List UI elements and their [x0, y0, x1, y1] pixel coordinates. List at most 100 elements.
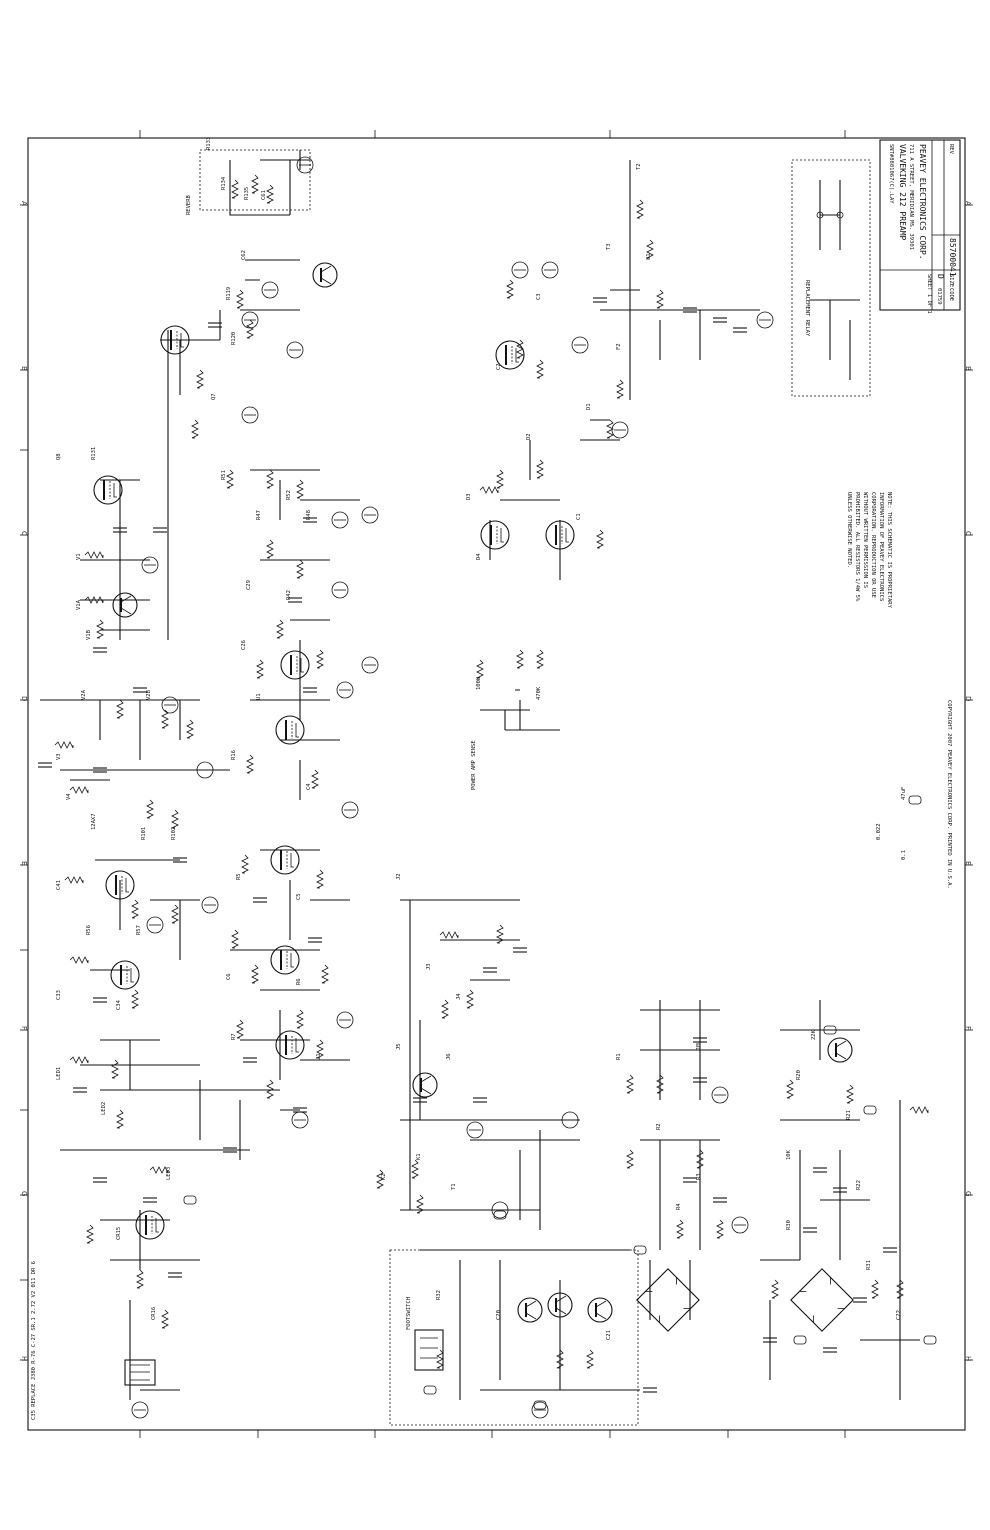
- resistor-body: [266, 539, 274, 559]
- resistor-body: [496, 924, 504, 944]
- component-label: R57: [136, 925, 142, 935]
- resistor: [786, 1079, 794, 1099]
- capacitor: [288, 597, 302, 603]
- component-label: LED1: [56, 1067, 62, 1080]
- grid-label-right: H: [964, 1356, 972, 1361]
- triode-tube: [160, 325, 190, 355]
- ground-ring: [296, 156, 314, 174]
- resistor: [191, 419, 199, 439]
- component-label: R21: [846, 1110, 852, 1120]
- component-label: J3: [426, 963, 432, 970]
- resistor: [69, 1056, 89, 1064]
- component-label: D1: [586, 403, 592, 410]
- ground-symbol: [141, 556, 159, 574]
- power-amp-sense-section: POWER AMP SENSE: [471, 689, 530, 790]
- resistor: [496, 469, 504, 489]
- resistor: [161, 1309, 169, 1329]
- ground-ring: [161, 696, 179, 714]
- grid-label-right: B: [964, 366, 972, 371]
- input-jack: [124, 1359, 156, 1386]
- ground-symbols: [131, 156, 774, 1419]
- resistor: [226, 469, 234, 489]
- tube-cathode: [295, 1038, 299, 1053]
- component-label: V1: [76, 553, 82, 560]
- ground-symbol: [296, 156, 314, 174]
- pin-body: [183, 1195, 197, 1205]
- tube-envelope: [135, 1210, 165, 1240]
- triode-tube: [280, 650, 310, 680]
- tube-cathode: [290, 853, 294, 868]
- resistor: [436, 1349, 444, 1369]
- transistor-body: [587, 1297, 613, 1323]
- grid-label-left: H: [20, 1356, 28, 1361]
- resistor-body: [596, 529, 604, 549]
- component-label: 470K: [536, 686, 542, 700]
- capacitor: [93, 997, 107, 1003]
- component-label: C3: [536, 293, 542, 300]
- capacitor: [733, 327, 747, 333]
- ground-ring: [331, 581, 349, 599]
- wiring-middle: [230, 469, 640, 1400]
- transistor-body: [547, 1292, 573, 1318]
- tube-cathode: [295, 723, 299, 738]
- resistor: [84, 596, 104, 604]
- component-label: 1M: [696, 1043, 702, 1050]
- resistor: [466, 989, 474, 1009]
- component-label: J2: [396, 873, 402, 880]
- grid-label-right: G: [964, 1191, 972, 1196]
- capacitor: [208, 322, 222, 328]
- connector-pin: [923, 1335, 937, 1345]
- component-label: R42: [286, 590, 292, 600]
- component-label: R31: [866, 1260, 872, 1270]
- resistor: [116, 699, 124, 719]
- resistor-body: [311, 769, 319, 789]
- ground-symbol: [131, 1401, 149, 1419]
- transistors: [112, 262, 853, 1323]
- ground-ring: [331, 511, 349, 529]
- resistor: [251, 964, 259, 984]
- resistor: [696, 1149, 704, 1169]
- resistor: [439, 931, 459, 939]
- resistor-body: [411, 1159, 419, 1179]
- resistor-body: [536, 459, 544, 479]
- resistor: [256, 659, 264, 679]
- resistor: [676, 1219, 684, 1239]
- ground-symbol: [336, 1011, 354, 1029]
- component-label: R133: [206, 137, 212, 150]
- resistor-body: [676, 1219, 684, 1239]
- triode-tube: [270, 945, 300, 975]
- capacitor: [643, 1387, 657, 1393]
- component-label: R135: [244, 187, 250, 200]
- ground-symbol: [331, 511, 349, 529]
- component-label: T3: [606, 243, 612, 250]
- ground-ring: [286, 341, 304, 359]
- resistor-body: [646, 239, 654, 259]
- resistor-body: [231, 179, 239, 199]
- resistor-body: [256, 659, 264, 679]
- component-label: R3: [696, 1173, 702, 1180]
- resistor: [896, 1279, 904, 1299]
- svg-text:POWER AMP SENSE: POWER AMP SENSE: [471, 740, 477, 790]
- resistor: [311, 769, 319, 789]
- resistor-body: [161, 709, 169, 729]
- grid-label-left: F: [20, 1026, 28, 1030]
- component-label: 47uF: [901, 787, 907, 800]
- note-line-2: INFORMATION OF PEAVEY ELECTRONICS: [878, 492, 884, 601]
- capacitor: [223, 1147, 237, 1153]
- tube-envelope: [480, 520, 510, 550]
- resistor-body: [316, 649, 324, 669]
- pin-body: [533, 1400, 547, 1410]
- ground-ring: [541, 261, 559, 279]
- capacitor: [713, 317, 727, 323]
- notes-block: NOTE: THIS SCHEMATIC IS PROPRIETARY INFO…: [846, 492, 892, 609]
- capacitor: [853, 1297, 867, 1303]
- pin-body: [423, 1385, 437, 1395]
- ground-symbol: [201, 896, 219, 914]
- ground-symbol: [511, 261, 529, 279]
- resistor: [441, 999, 449, 1019]
- grid-label-left: C: [20, 531, 28, 536]
- resistor: [626, 1074, 634, 1094]
- resistor: [246, 319, 254, 339]
- resistor: [656, 1074, 664, 1094]
- capacitors: [38, 297, 897, 1393]
